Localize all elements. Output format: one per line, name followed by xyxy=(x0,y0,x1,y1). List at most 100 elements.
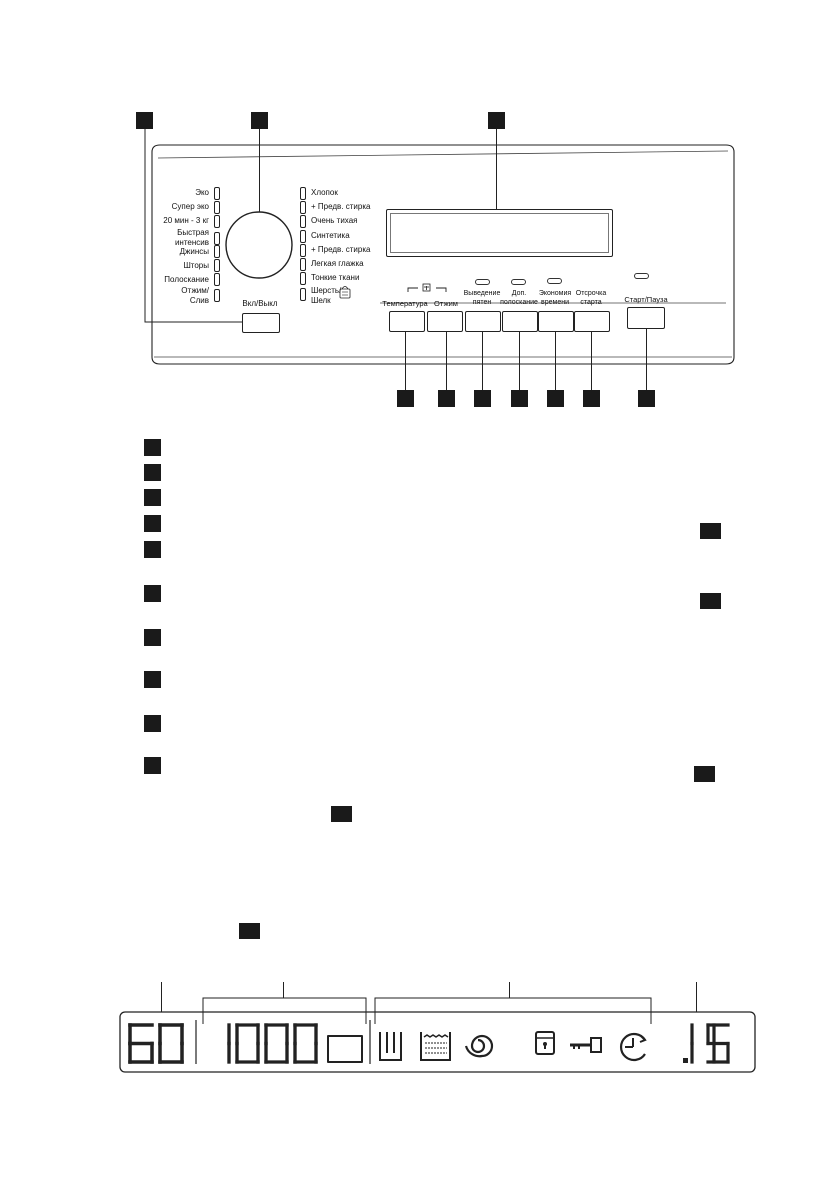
callout-marker-2 xyxy=(251,112,268,129)
legend-marker xyxy=(144,715,161,732)
lcd-temperature-digit xyxy=(128,1023,154,1064)
program-label-rinse: Полоскание xyxy=(164,275,209,284)
legend-marker xyxy=(144,489,161,506)
child-lock-key-icon xyxy=(570,1037,602,1053)
stain-button[interactable] xyxy=(465,311,501,332)
wash-phase-icon xyxy=(379,1032,402,1061)
temperature-button-label: Температура xyxy=(382,299,428,308)
lcd-temperature-digit xyxy=(158,1023,184,1064)
program-indicator-right xyxy=(300,272,306,285)
program-indicator-left xyxy=(214,201,220,214)
program-label-synthetics-prewash: + Предв. стирка xyxy=(311,245,371,254)
delay-clock-icon xyxy=(620,1032,647,1062)
legend-marker xyxy=(144,629,161,646)
lcd-time-decimal-point xyxy=(683,1058,688,1063)
program-indicator-right xyxy=(300,288,306,301)
program-indicator-left xyxy=(214,232,220,245)
temperature-button[interactable] xyxy=(389,311,425,332)
program-indicator-right xyxy=(300,258,306,271)
legend-marker xyxy=(144,541,161,558)
legend-marker xyxy=(144,464,161,481)
power-button[interactable] xyxy=(242,313,280,333)
program-indicator-left xyxy=(214,289,220,302)
start-pause-led xyxy=(634,273,649,279)
program-label-easy-iron: Легкая глажка xyxy=(311,259,364,268)
callout-marker-8 xyxy=(547,390,564,407)
program-label-very-quiet: Очень тихая xyxy=(311,216,358,225)
lcd-time-digit xyxy=(706,1023,730,1064)
callout-marker-9 xyxy=(583,390,600,407)
inline-marker xyxy=(694,766,715,782)
time-save-led xyxy=(547,278,562,284)
extra-rinse-led xyxy=(511,279,526,285)
program-label-synthetics: Синтетика xyxy=(311,231,350,240)
legend-marker xyxy=(144,671,161,688)
program-label-super-eco: Супер эко xyxy=(171,202,209,211)
lcd-temperature-value xyxy=(125,1020,191,1065)
lcd-spin-digit xyxy=(264,1023,289,1064)
program-indicator-left xyxy=(214,245,220,258)
program-label-spin-drain: Отжим/ Слив xyxy=(181,286,209,305)
callout-marker-1 xyxy=(136,112,153,129)
stain-button-label: Выведение пятен xyxy=(463,290,501,306)
door-lock-icon xyxy=(535,1031,555,1055)
lcd-time-value xyxy=(665,1020,749,1065)
legend-marker xyxy=(144,439,161,456)
start-pause-button[interactable] xyxy=(627,307,665,329)
time-save-button-label: Экономия времени xyxy=(538,290,572,306)
program-label-20min: 20 мин - 3 кг xyxy=(163,216,209,225)
start-pause-button-label: Старт/Пауза xyxy=(624,295,668,304)
program-indicator-right xyxy=(300,244,306,257)
program-label-jeans: Джинсы xyxy=(179,247,209,256)
legend-marker xyxy=(144,757,161,774)
callout-marker-10 xyxy=(638,390,655,407)
delay-button-label: Отсрочка старта xyxy=(575,290,607,306)
inline-marker xyxy=(700,593,721,609)
delay-button[interactable] xyxy=(574,311,610,332)
program-label-cotton: Хлопок xyxy=(311,188,338,197)
legend-marker xyxy=(144,515,161,532)
lcd-spin-value xyxy=(202,1020,322,1065)
callout-marker-7 xyxy=(511,390,528,407)
spin-button[interactable] xyxy=(427,311,463,332)
program-indicator-left xyxy=(214,215,220,228)
program-label-wool-silk: Шерсть/ Шелк xyxy=(311,286,342,305)
inline-marker xyxy=(700,523,721,539)
lcd-spin-digit xyxy=(293,1023,318,1064)
program-indicator-right xyxy=(300,230,306,243)
legend-marker xyxy=(144,585,161,602)
callout-marker-5 xyxy=(438,390,455,407)
drain-indicator-icon xyxy=(327,1035,363,1063)
stain-led xyxy=(475,279,490,285)
rinse-phase-icon xyxy=(420,1032,451,1061)
extra-rinse-button[interactable] xyxy=(502,311,538,332)
program-label-quick: Быстрая интенсив xyxy=(174,228,209,247)
program-label-cotton-prewash: + Предв. стирка xyxy=(311,202,371,211)
panel-display-window-inner xyxy=(390,213,609,253)
extra-rinse-button-label: Доп. полоскание xyxy=(500,290,538,306)
power-button-label: Вкл/Выкл xyxy=(242,299,278,308)
program-indicator-right xyxy=(300,201,306,214)
program-indicator-left xyxy=(214,259,220,272)
program-indicator-left xyxy=(214,273,220,286)
program-label-eco: Эко xyxy=(195,188,209,197)
callout-marker-4 xyxy=(397,390,414,407)
panel-display-window xyxy=(386,209,613,257)
lcd-spin-digit xyxy=(235,1023,260,1064)
program-label-delicates: Тонкие ткани xyxy=(311,273,360,282)
callout-marker-6 xyxy=(474,390,491,407)
spin-phase-icon xyxy=(464,1034,494,1058)
drain-indicator-icon-top xyxy=(329,1040,359,1041)
program-label-curtains: Шторы xyxy=(183,261,209,270)
inline-marker xyxy=(239,923,260,939)
program-indicator-right xyxy=(300,215,306,228)
time-save-button[interactable] xyxy=(538,311,574,332)
spin-button-label: Отжим xyxy=(434,299,458,308)
callout-marker-3 xyxy=(488,112,505,129)
control-panel-outline xyxy=(144,129,735,390)
program-indicator-right xyxy=(300,187,306,200)
program-indicator-left xyxy=(214,187,220,200)
inline-marker xyxy=(331,806,352,822)
